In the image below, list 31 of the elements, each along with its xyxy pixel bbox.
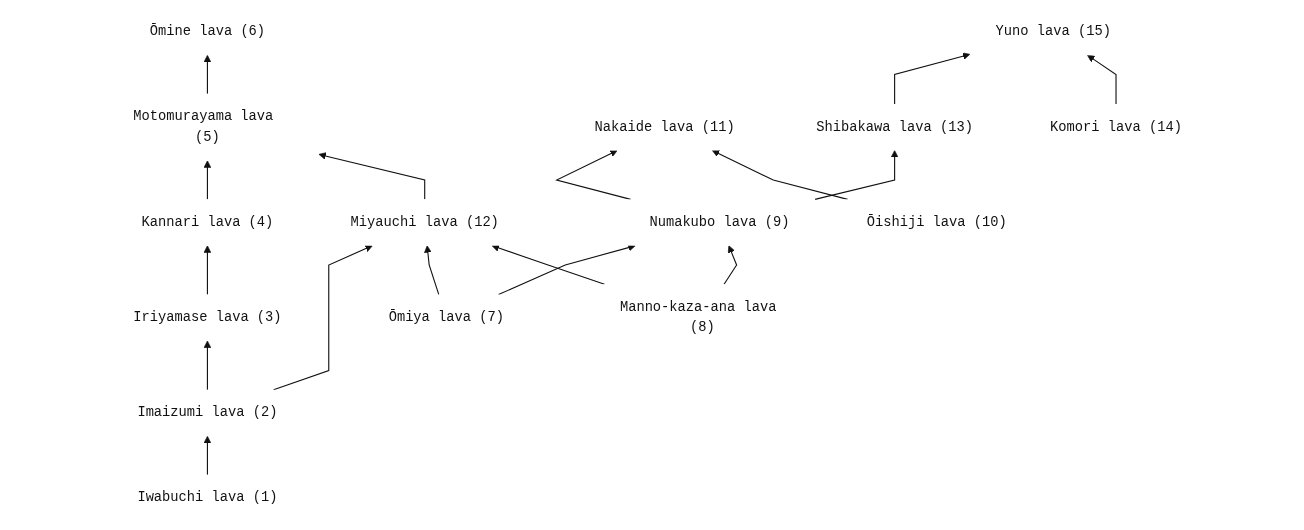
node-text: Imaizumi lava (2) xyxy=(137,405,278,421)
node-text: Nakaide lava (11) xyxy=(594,119,735,135)
node-text: Motomurayama lava (5) xyxy=(133,109,274,146)
arrow xyxy=(318,152,426,200)
arrow xyxy=(273,245,373,391)
arrow xyxy=(498,243,636,296)
node-text: Miyauchi lava (12) xyxy=(350,214,500,231)
node-text: Iwabuchi lava (1) xyxy=(137,490,278,506)
node-text: Ōishiji lava (10) xyxy=(866,214,1007,231)
node-text: Manno-kaza-ana lava (8) xyxy=(620,299,777,336)
node-text: Ōmiya lava (7) xyxy=(388,310,505,326)
arrow xyxy=(723,245,738,285)
arrow xyxy=(1087,54,1117,105)
node-text: Komori lava (14) xyxy=(1050,119,1183,135)
arrow xyxy=(203,340,212,391)
arrow xyxy=(203,435,212,476)
arrow xyxy=(491,244,606,285)
arrow xyxy=(712,150,849,200)
arrow xyxy=(203,245,212,296)
arrow xyxy=(894,52,971,105)
node-text: Iriyamase lava (3) xyxy=(133,310,282,326)
node-text: Yuno lava (15) xyxy=(995,24,1112,40)
arrow xyxy=(203,160,212,200)
arrow xyxy=(814,150,899,200)
node-text: Numakubo lava (9) xyxy=(649,214,790,231)
node-text: Kannari lava (4) xyxy=(141,214,274,231)
arrow xyxy=(424,245,440,296)
node-text: Ōmine lava (6) xyxy=(149,24,266,40)
node-text: Shibakawa lava (13) xyxy=(816,119,974,135)
arrow xyxy=(203,54,212,95)
arrow xyxy=(555,150,632,200)
